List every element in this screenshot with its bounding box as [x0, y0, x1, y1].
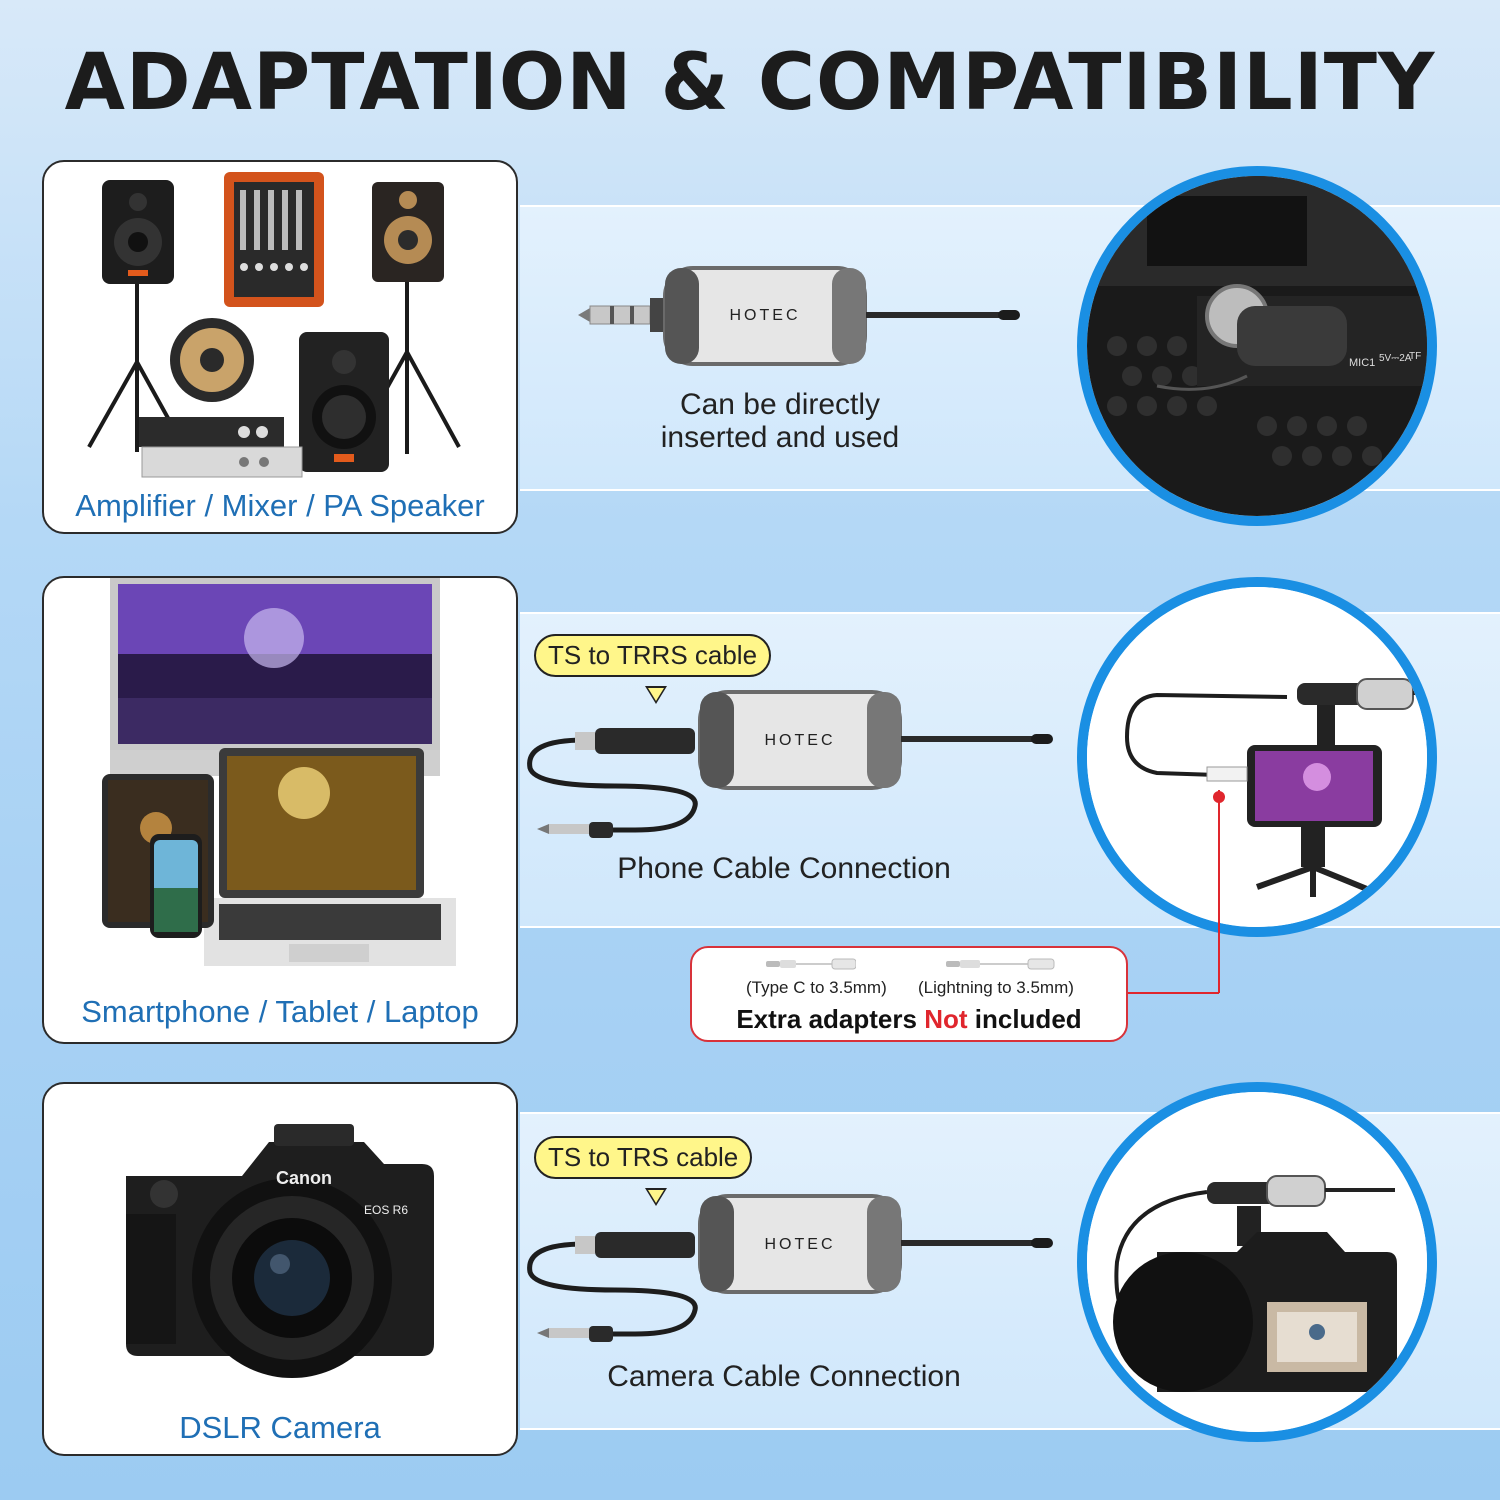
section-2-description: Phone Cable Connection	[617, 852, 951, 885]
description-line-2: inserted and used	[660, 421, 900, 454]
adapter-text-not: Not	[924, 1004, 968, 1034]
adapter-not-included-text: Extra adapters Not included	[692, 1004, 1126, 1035]
brand-label: HOTEC	[730, 307, 801, 324]
amplifier-mixer-speaker-image	[87, 172, 461, 478]
adapter-text-before: Extra adapters	[736, 1004, 917, 1034]
speaker-usage-image: MIC1 5V⎓2A TF	[1087, 176, 1427, 516]
type-c-adapter-icon	[766, 958, 856, 970]
page-title: ADAPTATION & COMPATIBILITY	[64, 38, 1436, 128]
brand-label: HOTEC	[765, 1236, 836, 1253]
cable-pointer-icon	[645, 686, 667, 704]
dslr-camera-image: Canon EOS R6	[126, 1124, 434, 1378]
smartphone-usage-image	[1087, 587, 1427, 927]
usage-photo-smartphone	[1077, 577, 1437, 937]
device-card-amplifier: Amplifier / Mixer / PA Speaker	[42, 160, 518, 534]
camera-brand-label: Canon	[276, 1168, 332, 1188]
brand-label: HOTEC	[765, 732, 836, 749]
power-port-label: 5V⎓2A	[1379, 353, 1412, 364]
cable-tag-trs: TS to TRS cable	[534, 1136, 753, 1179]
description-line-1: Can be directly	[679, 388, 881, 421]
usage-photo-camera	[1077, 1082, 1437, 1442]
adapter-lightning-label: (Lightning to 3.5mm)	[918, 978, 1074, 997]
adapter-type-c-label: (Type C to 3.5mm)	[746, 978, 887, 997]
usage-photo-speaker: MIC1 5V⎓2A TF	[1077, 166, 1437, 526]
section-3-description: Camera Cable Connection	[607, 1360, 961, 1393]
device-card-smartphone: Smartphone / Tablet / Laptop	[42, 576, 518, 1044]
adapter-note: (Type C to 3.5mm) (Lightning to 3.5mm) E…	[690, 946, 1128, 1042]
device-caption: Smartphone / Tablet / Laptop	[81, 994, 479, 1029]
receiver-trs-cable-image: HOTEC	[527, 1194, 1053, 1342]
camera-model-label: EOS R6	[364, 1203, 408, 1217]
lightning-adapter-icon	[946, 958, 1055, 970]
device-caption: DSLR Camera	[179, 1410, 381, 1445]
device-caption: Amplifier / Mixer / PA Speaker	[75, 488, 485, 523]
adapter-leader-line	[1124, 790, 1220, 994]
camera-usage-image	[1087, 1092, 1427, 1432]
adapter-text-after: included	[974, 1004, 1082, 1034]
cable-pointer-icon	[645, 1188, 667, 1206]
receiver-quarter-inch-jack-image: HOTEC	[578, 266, 1020, 366]
smartphone-tablet-laptop-image	[102, 578, 456, 966]
device-card-camera: Canon EOS R6 DSLR Camera	[42, 1082, 518, 1456]
section-1-description: Can be directly inserted and used	[620, 388, 940, 454]
receiver-trrs-cable-image: HOTEC	[527, 690, 1053, 838]
tf-port-label: TF	[1409, 351, 1421, 362]
cable-tag-trrs: TS to TRRS cable	[534, 634, 772, 677]
mic-port-label: MIC1	[1349, 357, 1375, 369]
